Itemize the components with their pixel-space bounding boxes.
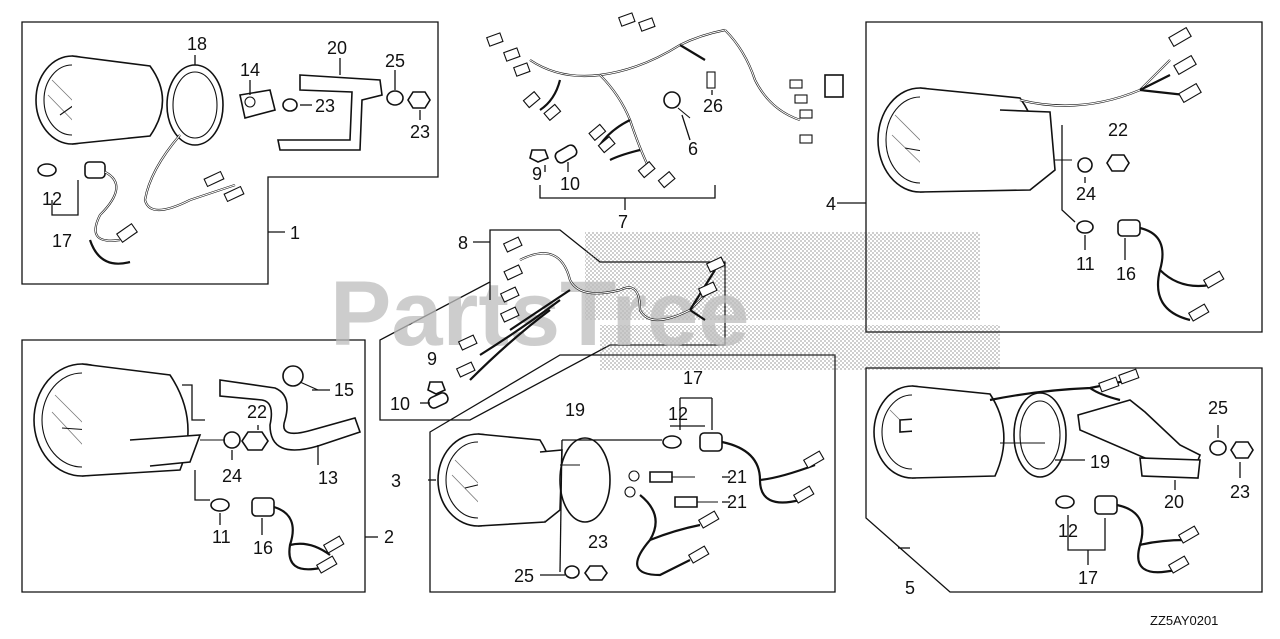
- callout-23: 23: [588, 532, 608, 552]
- callout-12: 12: [42, 189, 62, 209]
- callout-25: 25: [385, 51, 405, 71]
- callout-17: 17: [52, 231, 72, 251]
- callout-17: 17: [683, 368, 703, 388]
- callout-19: 19: [565, 400, 585, 420]
- callout-18: 18: [187, 34, 207, 54]
- callout-3: 3: [391, 471, 401, 491]
- callout-20: 20: [327, 38, 347, 58]
- gauge-assembly-4: [877, 26, 1225, 322]
- gauge-assembly-1: [35, 55, 431, 265]
- callout-23: 23: [410, 122, 430, 142]
- callout-9: 9: [427, 349, 437, 369]
- callout-25: 25: [514, 566, 534, 586]
- callout-21: 21: [727, 467, 747, 487]
- main-wire-harness: [486, 12, 844, 210]
- gauge-assembly-2: [33, 363, 362, 574]
- callout-23: 23: [1230, 482, 1250, 502]
- sub-wire-harness: [427, 236, 726, 409]
- callout-26: 26: [703, 96, 723, 116]
- callout-13: 13: [318, 468, 338, 488]
- leader-lines: [51, 55, 1241, 576]
- callout-16: 16: [253, 538, 273, 558]
- callout-16: 16: [1116, 264, 1136, 284]
- callout-5: 5: [905, 578, 915, 598]
- callout-20: 20: [1164, 492, 1184, 512]
- callout-23: 23: [315, 96, 335, 116]
- gauge-assembly-3: [437, 425, 825, 581]
- callout-15: 15: [334, 380, 354, 400]
- drawing-code: ZZ5AY0201: [1150, 613, 1218, 628]
- callout-19: 19: [1090, 452, 1110, 472]
- callout-7: 7: [618, 212, 628, 232]
- callout-24: 24: [1076, 184, 1096, 204]
- callout-12: 12: [668, 404, 688, 424]
- callout-10: 10: [390, 394, 410, 414]
- callout-22: 22: [247, 402, 267, 422]
- callout-labels: 18 14 23 20 25 23 12 17 1 9 10 6 26 7 4 …: [42, 34, 1250, 598]
- callout-11: 11: [1076, 254, 1095, 274]
- callout-9: 9: [532, 164, 542, 184]
- callout-17: 17: [1078, 568, 1098, 588]
- callout-6: 6: [688, 139, 698, 159]
- callout-4: 4: [826, 194, 836, 214]
- callout-22: 22: [1108, 120, 1128, 140]
- callout-1: 1: [290, 223, 300, 243]
- callout-2: 2: [384, 527, 394, 547]
- callout-12: 12: [1058, 521, 1078, 541]
- callout-24: 24: [222, 466, 242, 486]
- gauge-assembly-5: [873, 368, 1254, 574]
- callout-14: 14: [240, 60, 260, 80]
- callout-10: 10: [560, 174, 580, 194]
- callout-21: 21: [727, 492, 747, 512]
- callout-25: 25: [1208, 398, 1228, 418]
- callout-11: 11: [212, 527, 231, 547]
- callout-8: 8: [458, 233, 468, 253]
